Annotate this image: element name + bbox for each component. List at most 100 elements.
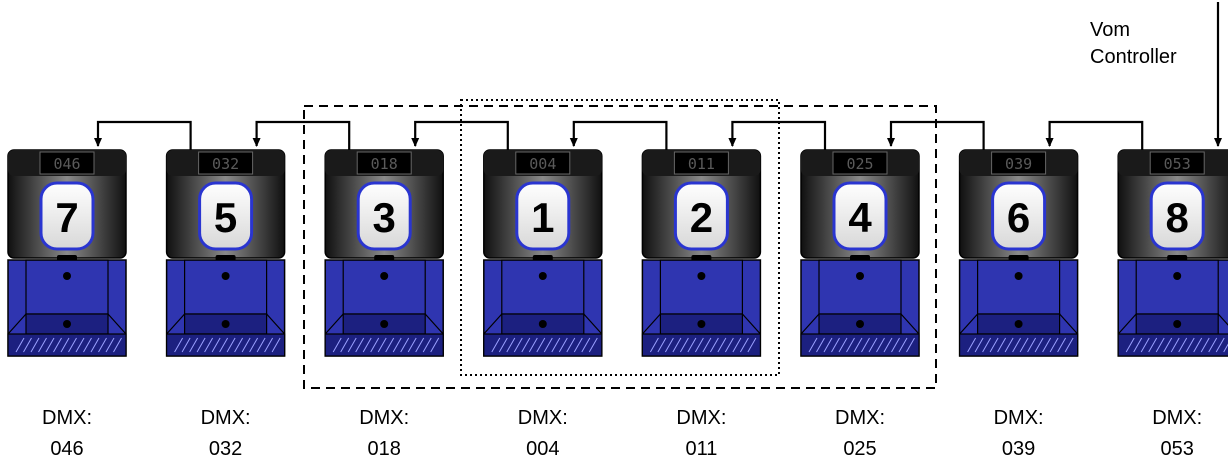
fixture: 011 2 (641, 149, 762, 357)
dmx-label: DMX: (994, 407, 1044, 429)
fixture-screw-bottom (1173, 320, 1182, 328)
fixture-screw-top (856, 272, 864, 280)
fixture: 053 8 (1117, 149, 1228, 357)
address-display-digits: 025 (846, 155, 873, 173)
fixture-screw-bottom (538, 320, 547, 328)
fixture-number: 5 (214, 194, 237, 241)
fixture-foot (483, 333, 603, 357)
fixture: 039 6 (958, 149, 1079, 357)
dmx-label: DMX: (676, 407, 726, 429)
fixture-foot (1117, 333, 1228, 357)
fixture-number: 3 (373, 194, 396, 241)
fixture-screw-bottom (856, 320, 864, 328)
dmx-label: DMX: (359, 407, 409, 429)
fixture-screw-bottom (380, 320, 389, 328)
fixture-screw-top (1014, 272, 1023, 280)
fixture: 004 1 (483, 149, 603, 357)
fixture-foot (958, 333, 1079, 357)
dmx-address: 032 (209, 438, 242, 459)
dmx-cable (1045, 120, 1144, 150)
fixture-screw-bottom (1014, 320, 1023, 328)
fixture-bevel (483, 313, 603, 335)
address-display (1149, 151, 1205, 175)
outer-group-outline (303, 105, 937, 389)
dmx-cable-chain (94, 120, 1144, 150)
fixture-screw-top (1173, 272, 1182, 280)
dmx-address: 025 (843, 438, 876, 459)
inner-group-outline (460, 99, 780, 376)
fixture-number-badge (1149, 181, 1205, 251)
dmx-label: DMX: (518, 407, 568, 429)
fixture-vent-hatching (491, 337, 598, 353)
fixture-number: 2 (690, 194, 713, 241)
fixture-number: 8 (1166, 194, 1189, 241)
fixture-screw-top (697, 272, 706, 280)
dmx-cable (252, 120, 351, 150)
dmx-cable (887, 120, 985, 150)
fixture-foot (7, 333, 127, 357)
address-display (356, 151, 412, 175)
fixture-screw-bottom (221, 320, 230, 328)
fixture-number: 4 (848, 194, 872, 241)
dmx-address: 018 (368, 438, 401, 459)
fixture: 025 4 (800, 149, 920, 357)
fixture-bevel (800, 313, 920, 335)
fixture-number-badge (356, 181, 412, 251)
fixture-vent-hatching (1125, 337, 1228, 353)
address-display (991, 151, 1047, 175)
fixture-foot (800, 333, 920, 357)
dmx-label: DMX: (1152, 407, 1202, 429)
address-display-digits: 032 (212, 155, 239, 173)
fixture-bevel (324, 313, 444, 335)
fixture-number: 6 (1007, 194, 1030, 241)
fixture-bevel (641, 313, 761, 335)
fixture-screw-top (538, 272, 547, 280)
dmx-label: DMX: (835, 407, 885, 429)
dmx-cable (411, 120, 509, 150)
address-display-digits: 011 (688, 155, 715, 173)
fixture-number: 7 (55, 194, 78, 241)
dmx-cable (728, 120, 827, 150)
address-display (673, 151, 729, 175)
fixture-bevel (7, 313, 127, 335)
address-display-digits: 004 (529, 155, 556, 173)
address-display (198, 151, 254, 175)
fixture-foot (166, 333, 286, 357)
address-display-digits: 018 (371, 155, 398, 173)
fixture-number-badge (515, 181, 571, 251)
dmx-cable (569, 120, 668, 150)
address-display-digits: 039 (1005, 155, 1032, 173)
dmx-address-labels: DMX: 046 DMX: 032 DMX: 018 DMX: 004 DMX: 011 DMX: 0… (42, 407, 1202, 459)
fixture-vent-hatching (174, 337, 281, 353)
fixture-number-badge (673, 181, 729, 251)
dmx-address: 011 (685, 438, 717, 459)
fixture-screw-top (380, 272, 389, 280)
dmx-address: 046 (50, 438, 83, 459)
address-display (39, 151, 95, 175)
fixture-foot (641, 333, 762, 357)
controller-label-line1: Vom (1090, 19, 1130, 41)
fixture-vent-hatching (332, 337, 440, 353)
dmx-address: 004 (526, 438, 559, 459)
fixture-number-badge (991, 181, 1047, 251)
fixture-screw-bottom (63, 320, 71, 328)
fixture-screw-top (63, 272, 71, 280)
fixture-screw-bottom (697, 320, 706, 328)
dmx-label: DMX: (201, 407, 251, 429)
fixture-foot (324, 333, 444, 357)
fixture-vent-hatching (967, 337, 1074, 353)
address-display-digits: 053 (1164, 155, 1191, 173)
address-display (832, 151, 888, 175)
dmx-label: DMX: (42, 407, 92, 429)
fixture: 018 3 (324, 149, 444, 357)
controller-label-line2: Controller (1090, 46, 1177, 68)
dmx-address: 053 (1161, 438, 1194, 459)
fixture-vent-hatching (808, 337, 915, 353)
fixture-bevel (1117, 313, 1228, 335)
fixture: 032 5 (165, 149, 286, 357)
address-display (515, 151, 571, 175)
fixture-number: 1 (531, 194, 554, 241)
fixture-bevel (166, 313, 286, 335)
